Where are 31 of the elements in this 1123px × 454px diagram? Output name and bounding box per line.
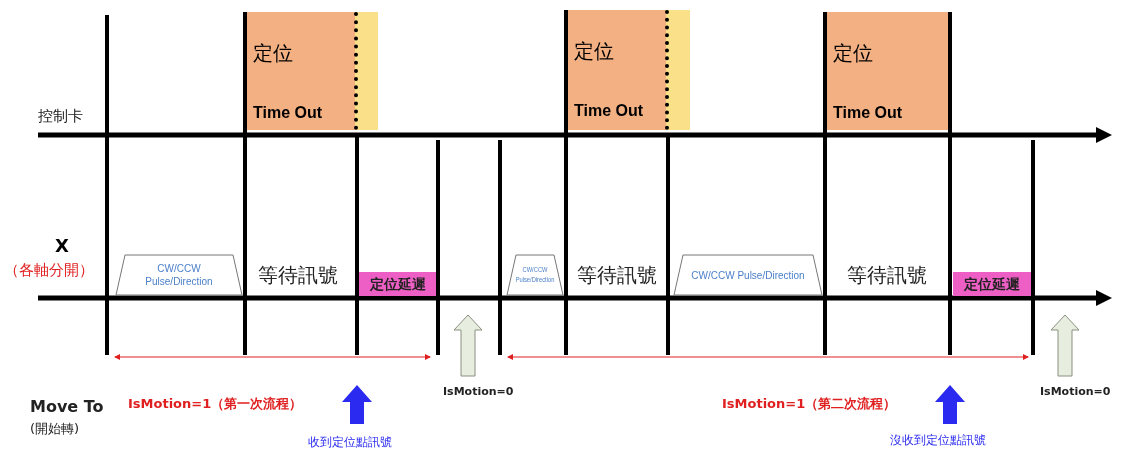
signal-text: CW/CCW Pulse/Direction <box>690 268 806 282</box>
status-label: IsMotion=0 <box>443 386 514 399</box>
block-title: 定位 <box>574 40 614 62</box>
signal-text: CW/CCW Pulse/Direction <box>514 264 556 286</box>
row-label: Move To <box>30 398 104 416</box>
pulse-trapezoid <box>673 254 823 296</box>
event-label: 沒收到定位點訊號 <box>890 434 986 448</box>
row-label: X <box>55 236 69 256</box>
status-label: IsMotion=0 <box>1040 386 1111 399</box>
status-label: IsMotion=1（第二次流程） <box>722 397 897 412</box>
row-note: （各軸分開） <box>4 262 94 279</box>
status-label: IsMotion=1（第一次流程） <box>128 397 303 412</box>
signal-text: CW/CCW Pulse/Direction <box>144 262 214 288</box>
block-label: Time Out <box>253 104 323 122</box>
pulse-trapezoid <box>115 254 243 296</box>
delay-bar: 定位延遲 <box>953 272 1031 296</box>
positioning-block <box>247 12 378 130</box>
positioning-block <box>568 10 690 130</box>
block-label: Time Out <box>833 104 903 122</box>
block-title: 定位 <box>253 42 293 64</box>
row-note: (開始轉) <box>30 422 80 437</box>
event-label: 收到定位點訊號 <box>308 436 392 450</box>
block-title: 定位 <box>833 42 873 64</box>
block-label: Time Out <box>574 102 644 120</box>
row-label: 控制卡 <box>38 108 83 125</box>
phase-label: 等待訊號 <box>577 264 657 286</box>
positioning-block <box>827 12 948 130</box>
pulse-trapezoid <box>506 254 564 296</box>
delay-bar: 定位延遲 <box>359 272 436 296</box>
phase-label: 等待訊號 <box>258 264 338 286</box>
phase-label: 等待訊號 <box>847 264 927 286</box>
